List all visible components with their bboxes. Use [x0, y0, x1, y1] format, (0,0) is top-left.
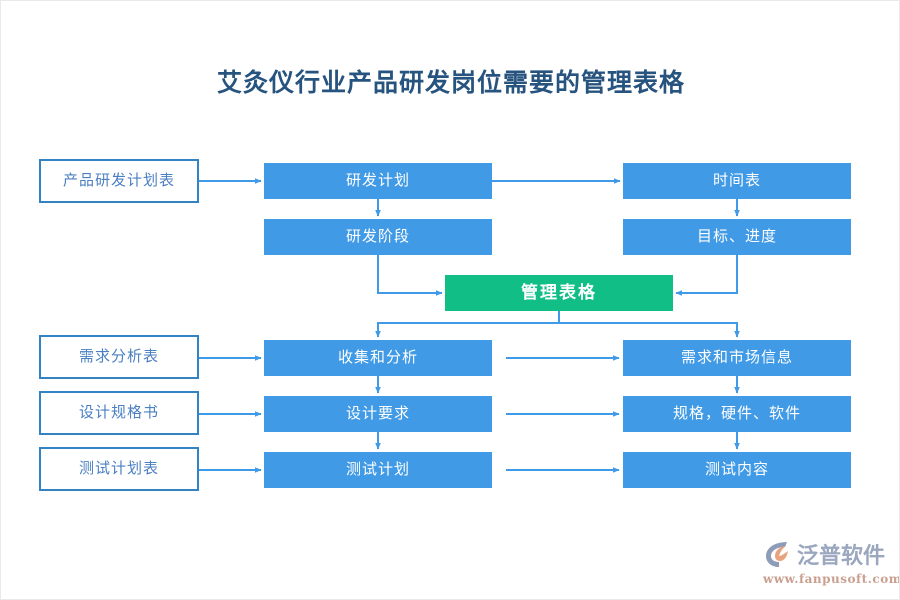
node-label: 管理表格 [521, 282, 597, 303]
node-test-content[interactable]: 测试内容 [623, 452, 851, 488]
node-design-requirement[interactable]: 设计要求 [264, 396, 492, 432]
node-label: 收集和分析 [337, 348, 418, 366]
arrow-rnd-stage-to-management [377, 255, 443, 296]
node-goal-progress[interactable]: 目标、进度 [623, 219, 851, 255]
node-rnd-stage[interactable]: 研发阶段 [264, 219, 492, 255]
node-label: 需求和市场信息 [680, 348, 793, 366]
arrow-management-to-demand-info [558, 311, 740, 338]
node-design-spec[interactable]: 设计规格书 [39, 391, 199, 435]
node-label: 规格，硬件、软件 [672, 404, 801, 422]
watermark-brand: 泛普软件 [797, 543, 886, 569]
node-label: 研发计划 [345, 171, 410, 189]
node-requirement-analysis[interactable]: 需求分析表 [39, 335, 199, 379]
watermark-url: www.fanpusoft.com [763, 572, 900, 586]
node-label: 产品研发计划表 [62, 171, 175, 189]
node-label: 需求分析表 [78, 347, 159, 365]
node-spec-hardware-software[interactable]: 规格，硬件、软件 [623, 396, 851, 432]
node-management-form[interactable]: 管理表格 [445, 275, 673, 311]
node-label: 目标、进度 [696, 227, 777, 245]
node-label: 测试计划 [345, 460, 410, 478]
node-collect-analyze[interactable]: 收集和分析 [264, 340, 492, 376]
node-product-rnd-plan[interactable]: 产品研发计划表 [39, 159, 199, 203]
fanpu-swoosh-logo-icon [763, 538, 795, 570]
node-label: 测试内容 [704, 460, 769, 478]
watermark-logo: 泛普软件 www.fanpusoft.com [763, 537, 900, 591]
node-test-plan[interactable]: 测试计划 [264, 452, 492, 488]
arrow-management-to-collect [375, 311, 560, 338]
node-demand-market-info[interactable]: 需求和市场信息 [623, 340, 851, 376]
node-label: 设计要求 [345, 404, 410, 422]
page-title: 艾灸仪行业产品研发岗位需要的管理表格 [216, 68, 685, 97]
node-label: 时间表 [712, 171, 761, 189]
node-rnd-plan[interactable]: 研发计划 [264, 163, 492, 199]
node-label: 研发阶段 [345, 227, 410, 245]
node-label: 设计规格书 [78, 403, 159, 421]
node-test-plan-sheet[interactable]: 测试计划表 [39, 447, 199, 491]
node-label: 测试计划表 [78, 459, 159, 477]
node-timetable[interactable]: 时间表 [623, 163, 851, 199]
arrow-goal-to-management [675, 255, 738, 296]
